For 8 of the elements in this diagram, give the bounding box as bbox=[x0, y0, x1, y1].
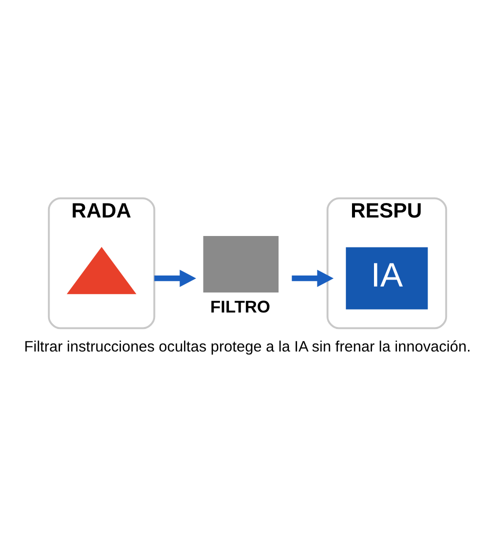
node-label: FILTRO bbox=[210, 297, 270, 316]
node-box: IA bbox=[346, 246, 428, 309]
arrow bbox=[154, 269, 196, 286]
cluster: RADA bbox=[48, 196, 156, 329]
arrow bbox=[292, 269, 334, 286]
caption: Filtrar instrucciones ocultas protege a la IA sin frenar la innovación. bbox=[24, 338, 471, 356]
node-box bbox=[203, 235, 279, 292]
node-picture bbox=[66, 246, 136, 294]
